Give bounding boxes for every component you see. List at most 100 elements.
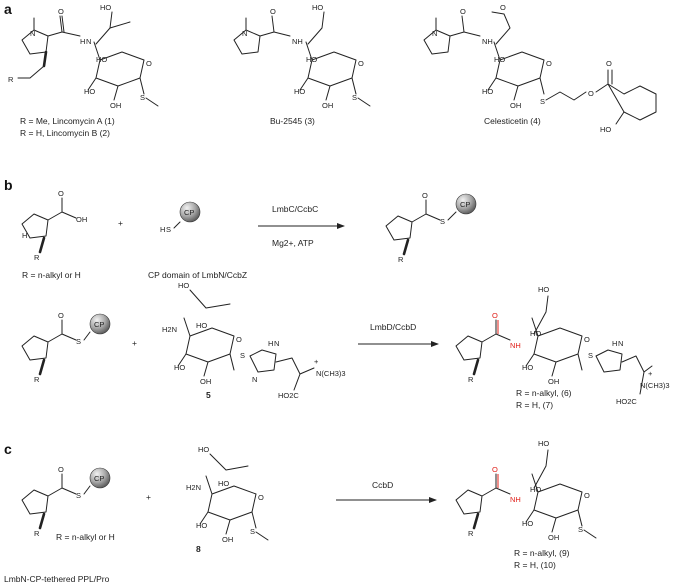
ppl-acid-structure: H O OH R R = n-alkyl or H: [21, 189, 87, 280]
atom-n3: N: [242, 29, 247, 38]
atom-ho: HO: [100, 3, 111, 12]
atom-plus-2: +: [648, 369, 653, 378]
atom-ho7: HO: [494, 55, 505, 64]
atom-n2: N: [86, 37, 91, 46]
atom-nme3-2: N(CH3)3: [640, 381, 670, 390]
atom-ho8: HO: [482, 87, 493, 96]
cp-label-1: CP: [184, 208, 194, 217]
atom-co2h: HO2C: [278, 391, 299, 400]
ppl-cp-thioester-2: O S CP R: [21, 311, 111, 384]
atom-s: S: [140, 93, 145, 102]
atom-r6: R: [34, 529, 40, 538]
atom-h2n: H2N: [162, 325, 177, 334]
cp-sphere-icon-3: [89, 313, 111, 335]
r-definition-c: R = n-alkyl or H: [56, 532, 115, 542]
r-definition-b: R = n-alkyl or H: [22, 270, 81, 280]
cp-sphere-icon-4: [89, 467, 111, 489]
atom-ho4: HO: [312, 3, 323, 12]
reaction-arrow-3: CcbD: [336, 480, 437, 503]
tether-label: LmbN-CP-tethered PPL/Pro: [4, 574, 110, 584]
atom-oh: OH: [110, 101, 121, 110]
panel-label-c: c: [4, 441, 12, 457]
atom-hn: H: [80, 37, 85, 46]
atom-ho3: HO: [84, 87, 95, 96]
atom-s10: S: [250, 527, 255, 536]
atom-r2: R: [34, 253, 40, 262]
ppl-cp-thioester-3: O S CP R R = n-alkyl or H LmbN-CP-tether…: [4, 465, 115, 584]
bu2545-structure: N O NH HO HO HO OH O S Bu-2545 (3): [233, 3, 371, 126]
atom-co2h-2: HO2C: [616, 397, 637, 406]
atom-o6: O: [588, 89, 594, 98]
atom-o15: O: [584, 491, 590, 500]
atom-o-red-2: O: [492, 465, 498, 474]
atom-o3: O: [358, 59, 364, 68]
panel-label-b: b: [4, 177, 13, 193]
atom-s7: S: [240, 351, 245, 360]
atom-n: N: [30, 29, 35, 38]
atom-o9: O: [422, 191, 428, 200]
atom-ho2: HO: [96, 55, 107, 64]
atom-ho12: HO: [174, 363, 185, 372]
atom-ho19: HO: [538, 439, 549, 448]
atom-o: O: [58, 7, 64, 16]
celesticetin-label: Celesticetin (4): [484, 116, 541, 126]
cp-domain: H S CP CP domain of LmbN/CcbZ: [148, 201, 247, 280]
atom-h: H: [22, 231, 27, 240]
atom-plus: +: [314, 357, 319, 366]
plus-sign-1: +: [118, 218, 123, 228]
cp-label-3: CP: [94, 320, 104, 329]
atom-s3: S: [540, 97, 545, 106]
atom-ho16: HO: [198, 445, 209, 454]
reaction-arrow-1: LmbC/CcbC Mg2+, ATP: [258, 204, 345, 248]
atom-ho11: HO: [196, 321, 207, 330]
plus-sign-2: +: [132, 338, 137, 348]
atom-o-red: O: [492, 311, 498, 320]
atom-nh-red-2: NH: [510, 495, 521, 504]
atom-r4: R: [34, 375, 40, 384]
compound-5-label: 5: [206, 390, 211, 400]
atom-ring-o: O: [146, 59, 152, 68]
atom-ho21: HO: [522, 519, 533, 528]
product-9-label: R = n-alkyl, (9): [514, 548, 570, 558]
atom-ho5: HO: [306, 55, 317, 64]
atom-r7: R: [468, 529, 474, 538]
atom-ho15: HO: [522, 363, 533, 372]
atom-s11: S: [578, 525, 583, 534]
bu2545-label: Bu-2545 (3): [270, 116, 315, 126]
cp-label-2: CP: [460, 200, 470, 209]
enzyme-lmbd: LmbD/CcbD: [370, 322, 416, 332]
enzyme-lmbc: LmbC/CcbC: [272, 204, 318, 214]
atom-n5: N: [274, 339, 279, 348]
compound-8-label: 8: [196, 544, 201, 554]
atom-n4: N: [432, 29, 437, 38]
atom-s5: S: [440, 217, 445, 226]
atom-r3: R: [398, 255, 404, 264]
atom-nh-red: NH: [510, 341, 521, 350]
cp-sphere-icon: [179, 201, 201, 223]
atom-h2: H: [268, 339, 273, 348]
lincomycin-b-label: R = H, Lincomycin B (2): [20, 128, 110, 138]
atom-nme3: N(CH3)3: [316, 369, 346, 378]
celesticetin-structure: N O NH O HO HO OH O S O O HO Celesticeti…: [423, 3, 657, 134]
atom-ho9: HO: [600, 125, 611, 134]
atom-s9: S: [76, 491, 81, 500]
product-6-label: R = n-alkyl, (6): [516, 388, 572, 398]
atom-nh: NH: [292, 37, 303, 46]
atom-o10: O: [58, 311, 64, 320]
atom-ho18: HO: [196, 521, 207, 530]
atom-h3: H: [612, 339, 617, 348]
ppl-cp-thioester: O S CP R: [385, 191, 477, 264]
products-6-7-structure: O NH R HO HO HO OH O S H N N(CH3)3 + HO2…: [455, 285, 670, 410]
atom-oh8: OH: [548, 533, 559, 542]
atom-o7: O: [606, 59, 612, 68]
atom-ho14: HO: [530, 329, 541, 338]
atom-o4: O: [460, 7, 466, 16]
atom-hs: H: [160, 225, 165, 234]
atom-nh2: NH: [482, 37, 493, 46]
atom-oh2: OH: [322, 101, 333, 110]
atom-ho20: HO: [530, 485, 541, 494]
atom-s6: S: [76, 337, 81, 346]
atom-ome: O: [500, 3, 506, 12]
lincomycin-a-label: R = Me, Lincomycin A (1): [20, 116, 115, 126]
